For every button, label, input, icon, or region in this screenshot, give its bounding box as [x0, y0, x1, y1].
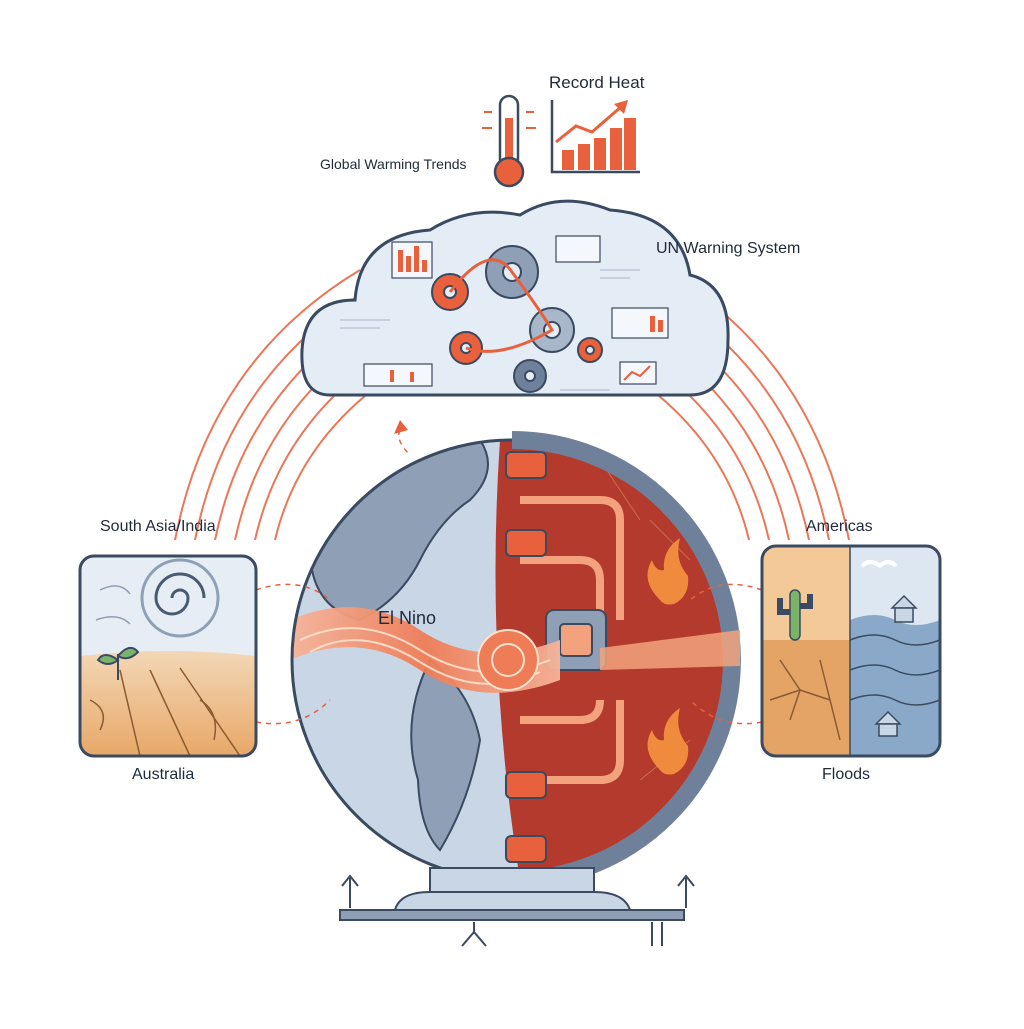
fire-icon [647, 538, 689, 775]
sprout-icon [96, 646, 140, 680]
rising-bar-chart-icon [550, 100, 640, 174]
heat-beam-right [600, 630, 740, 670]
global-warming-trends-label: Global Warming Trends [320, 156, 467, 172]
record-heat-label: Record Heat [549, 73, 645, 92]
south-asia-australia-panel [78, 554, 258, 758]
americas-label: Americas [806, 518, 873, 535]
cyclone-icon [140, 558, 220, 638]
thermometer-icon [482, 94, 536, 188]
signal-arcs-left [174, 269, 401, 541]
globe-stand-icon [339, 867, 695, 947]
house-icon [874, 594, 918, 737]
un-warning-system-label: UN Warning System [656, 240, 801, 257]
gears-icon [431, 245, 603, 393]
australia-label: Australia [132, 766, 195, 783]
cactus-icon [777, 589, 813, 641]
floods-label: Floods [822, 766, 871, 783]
americas-floods-panel [760, 544, 942, 758]
cutaway-globe [290, 431, 741, 889]
south-asia-india-label: South Asia/India [100, 518, 216, 535]
el-nino-label: El Nino [378, 608, 437, 628]
un-warning-cloud [300, 199, 730, 397]
